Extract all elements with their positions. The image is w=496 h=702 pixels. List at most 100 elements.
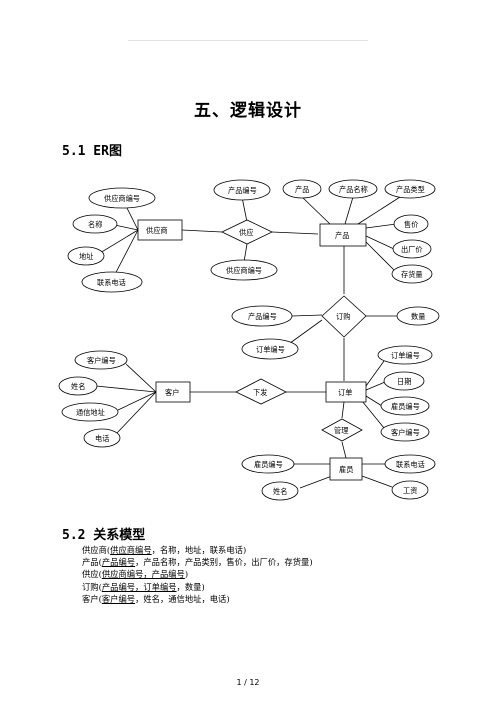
attr-customer-address-ellipse bbox=[61, 402, 119, 422]
relation-name: 订购 bbox=[82, 581, 99, 592]
attr-customer-id-ellipse bbox=[74, 350, 128, 370]
attr-order-date-ellipse bbox=[383, 371, 425, 391]
attr-supply-supplier-id-ellipse bbox=[210, 259, 278, 281]
attr-product-factory-price-ellipse bbox=[392, 239, 432, 259]
attr-employee-id-ellipse bbox=[241, 454, 295, 474]
attr-order-date: 日期 bbox=[397, 377, 411, 386]
attr-supplier-name: 名称 bbox=[88, 220, 102, 229]
relation-customer: 客户(客户编号，姓名，通信地址，电话) bbox=[82, 593, 230, 604]
rel-manage: 管理 bbox=[334, 426, 348, 435]
rel-purchase: 订购 bbox=[336, 312, 350, 321]
entity-order: 订单 bbox=[338, 388, 352, 397]
attr-supplier-address: 地址 bbox=[79, 252, 93, 261]
attr-purchase-qty: 数量 bbox=[411, 312, 425, 321]
attr-purchase-product-id-ellipse bbox=[231, 305, 293, 327]
attr-product-stock-ellipse bbox=[391, 264, 433, 284]
relation-name: 供应商 bbox=[82, 545, 107, 555]
entity-product-box bbox=[319, 223, 367, 247]
document-title: 五、逻辑设计 bbox=[194, 101, 302, 121]
entity-employee-box bbox=[329, 457, 363, 481]
attr-purchase-order-id: 订单编号 bbox=[256, 345, 285, 354]
relation-key: 供应商编号 bbox=[110, 545, 152, 555]
rel-place-order-diamond bbox=[235, 378, 287, 405]
entity-employee: 雇员 bbox=[339, 465, 353, 474]
attr-customer-address: 通信地址 bbox=[76, 408, 105, 417]
rel-supply: 供应 bbox=[239, 228, 253, 237]
entity-supplier-box bbox=[137, 219, 183, 241]
er-diagram: 供应商 产品 客户 订单 雇员 供应 订购 下发 管理 供应商编号 名称 地址 … bbox=[58, 179, 440, 501]
rel-manage-diamond bbox=[321, 418, 363, 442]
attr-product: 产品 bbox=[295, 185, 309, 194]
attr-customer-name: 姓名 bbox=[71, 382, 85, 391]
attr-supplier-phone: 联系电话 bbox=[97, 278, 126, 287]
attr-order-employee-id: 雇员编号 bbox=[391, 402, 420, 411]
attr-order-employee-id-ellipse bbox=[380, 396, 430, 416]
attr-employee-phone: 联系电话 bbox=[396, 460, 425, 469]
attr-supplier-name-ellipse bbox=[72, 214, 118, 234]
attr-supply-supplier-id: 供应商编号 bbox=[226, 266, 262, 275]
attr-employee-name-ellipse bbox=[261, 481, 299, 501]
attr-purchase-order-id-ellipse bbox=[241, 338, 299, 360]
relation-supply: 供应(供应商编号，产品编号) bbox=[82, 569, 189, 580]
rel-place-order: 下发 bbox=[253, 388, 267, 397]
attr-employee-id: 雇员编号 bbox=[254, 460, 283, 469]
attr-purchase-qty-ellipse bbox=[396, 306, 440, 326]
attr-order-customer-id-ellipse bbox=[380, 422, 430, 442]
entity-order-box bbox=[325, 381, 367, 403]
rel-purchase-diamond bbox=[321, 295, 367, 338]
attr-supply-product-id: 产品编号 bbox=[228, 186, 257, 195]
page-number: 1 / 12 bbox=[236, 678, 260, 687]
relation-attributes: ，产品名称，产品类别，售价，出厂价，存货量 bbox=[135, 557, 310, 568]
relation-name: 供应 bbox=[82, 569, 99, 580]
attr-supplier-phone-ellipse bbox=[81, 271, 143, 293]
relation-key: 产品编号 bbox=[101, 557, 136, 568]
er-shapes bbox=[58, 179, 440, 501]
relation-product: 产品(产品编号，产品名称，产品类别，售价，出厂价，存货量) bbox=[82, 557, 313, 568]
attr-product-price-ellipse bbox=[393, 214, 429, 234]
attr-supplier-address-ellipse bbox=[67, 246, 105, 266]
attr-employee-salary: 工资 bbox=[403, 486, 417, 495]
attr-product-name-ellipse bbox=[328, 179, 378, 199]
attr-customer-phone: 电话 bbox=[95, 434, 109, 443]
er-connectors bbox=[94, 196, 401, 489]
attr-customer-name-ellipse bbox=[58, 376, 98, 396]
attr-order-id-ellipse bbox=[377, 345, 433, 365]
relation-name: 产品 bbox=[82, 557, 99, 568]
attr-customer-phone-ellipse bbox=[83, 428, 121, 448]
attr-product-name: 产品名称 bbox=[339, 185, 368, 194]
relation-attributes: ，数量 bbox=[176, 581, 202, 592]
page-header-note: ………………………………………………………………………………………………………… bbox=[128, 36, 368, 43]
attr-order-customer-id: 客户编号 bbox=[391, 428, 420, 437]
attr-purchase-product-id: 产品编号 bbox=[248, 312, 277, 321]
relation-supplier: 供应商(供应商编号，名称，地址，联系电话) bbox=[82, 545, 247, 555]
entity-supplier: 供应商 bbox=[146, 226, 168, 235]
relation-attributes: ，姓名，通信地址，电话 bbox=[135, 593, 227, 604]
attr-employee-phone-ellipse bbox=[384, 454, 436, 474]
attr-supplier-id-ellipse bbox=[88, 187, 156, 209]
entity-product: 产品 bbox=[335, 231, 349, 240]
attr-product-type: 产品类型 bbox=[396, 185, 425, 194]
relation-key: 客户编号 bbox=[101, 593, 136, 604]
attr-order-id: 订单编号 bbox=[391, 351, 420, 360]
relation-list: 供应商(供应商编号，名称，地址，联系电话) 产品(产品编号，产品名称，产品类别，… bbox=[82, 544, 313, 605]
entity-customer-box bbox=[155, 381, 191, 403]
attr-product-factory-price: 出厂价 bbox=[401, 245, 423, 254]
attr-supplier-id: 供应商编号 bbox=[104, 194, 140, 203]
attr-employee-salary-ellipse bbox=[391, 480, 429, 500]
attr-product-ellipse bbox=[282, 179, 322, 199]
attr-employee-name: 姓名 bbox=[273, 487, 287, 496]
entity-customer: 客户 bbox=[165, 388, 179, 397]
attr-product-stock: 存货量 bbox=[401, 270, 423, 279]
relation-attributes: ，名称，地址，联系电话 bbox=[151, 545, 243, 555]
relation-key: 供应商编号，产品编号 bbox=[101, 569, 185, 580]
rel-supply-diamond bbox=[221, 219, 273, 245]
section-heading-er: 5.1 ER图 bbox=[62, 144, 122, 159]
attr-customer-id: 客户编号 bbox=[87, 356, 116, 365]
attr-product-type-ellipse bbox=[384, 179, 436, 199]
relation-name: 客户 bbox=[82, 593, 99, 604]
section-heading-relational-model: 5.2 关系模型 bbox=[62, 528, 146, 543]
attr-supply-product-id-ellipse bbox=[213, 179, 271, 201]
relation-purchase: 订购(产品编号，订单编号，数量) bbox=[82, 581, 205, 592]
attr-product-price: 售价 bbox=[404, 220, 418, 229]
relation-key: 产品编号，订单编号 bbox=[101, 581, 177, 592]
